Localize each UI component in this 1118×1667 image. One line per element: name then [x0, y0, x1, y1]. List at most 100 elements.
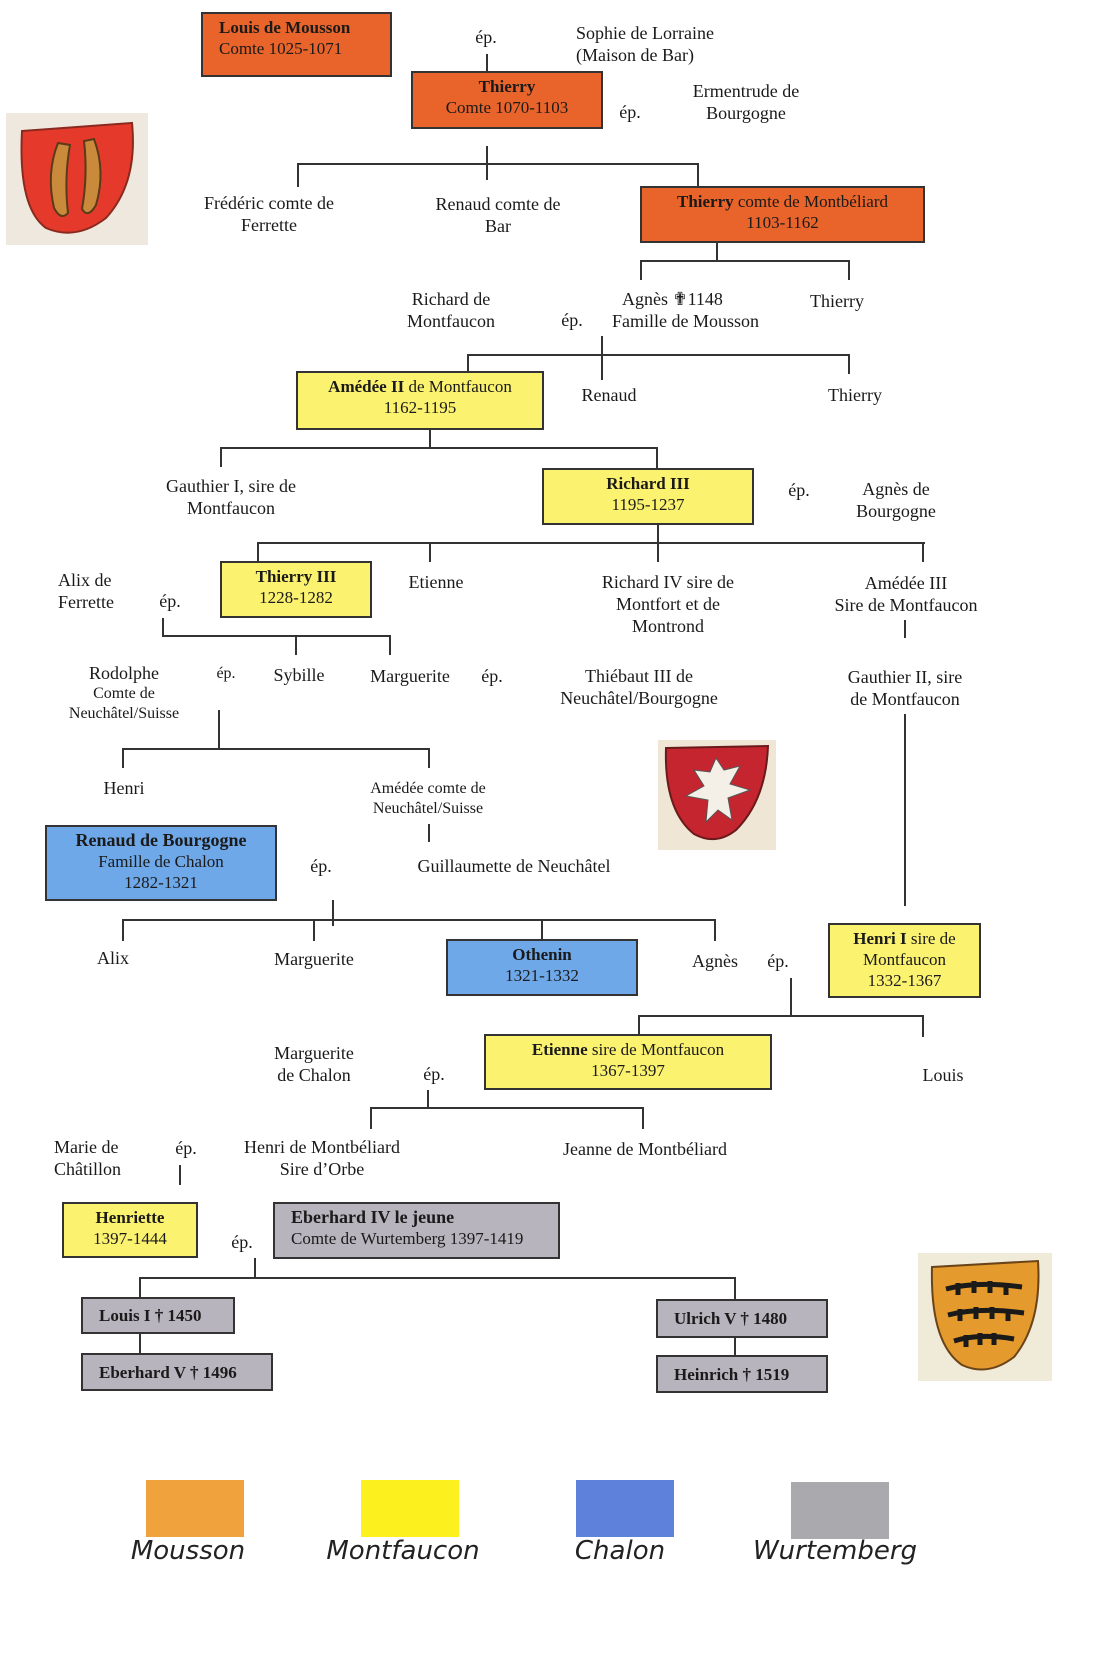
person-name: Thierry III	[255, 567, 337, 586]
connector	[601, 336, 603, 380]
connector	[922, 542, 924, 562]
connector	[922, 1015, 924, 1037]
ep-label: ép.	[619, 102, 641, 122]
connector	[541, 919, 543, 939]
person-name: Rodolphe	[89, 663, 159, 683]
connector	[642, 1107, 644, 1129]
connector	[220, 447, 658, 449]
person-name: Richard de	[411, 289, 491, 309]
person-name: Henri I	[853, 929, 907, 948]
person-rodolphe: Rodolphe Comte de Neuchâtel/Suisse	[56, 662, 192, 724]
connector	[220, 447, 222, 467]
person-etienne: Etienne	[408, 572, 464, 592]
legend-swatch-wurtemberg	[791, 1482, 889, 1539]
person-thierry: Thierry	[828, 385, 882, 405]
connector	[638, 1015, 640, 1035]
ep-label: ép.	[475, 27, 497, 47]
legend-swatch-mousson	[146, 1480, 244, 1537]
person-louis-de-mousson: Louis de Mousson Comte 1025-1071	[201, 12, 392, 77]
person-name: Marie de	[54, 1137, 119, 1157]
person-henriette: Henriette 1397-1444	[62, 1202, 198, 1258]
fish-crest-icon	[6, 113, 148, 245]
person-title: sire de	[906, 929, 956, 948]
ep-label: ép.	[481, 666, 503, 686]
person-dates: 1162-1195	[383, 398, 457, 417]
person-name: Marguerite	[274, 1043, 354, 1063]
person-dates: Comte 1025-1071	[219, 39, 343, 58]
person-dates: 1367-1397	[591, 1061, 665, 1080]
person-dates: 1103-1162	[746, 213, 819, 232]
person-name: Richard III	[606, 474, 690, 493]
person-name: Ermentrude de	[692, 81, 800, 101]
person-guillaumette: Guillaumette de Neuchâtel	[417, 856, 611, 876]
person-amedee-ii: Amédée II de Montfaucon 1162-1195	[296, 371, 544, 430]
person-name: de Montfaucon	[850, 689, 960, 709]
person-sybille: Sybille	[273, 665, 325, 685]
connector	[640, 260, 850, 262]
connector	[467, 354, 469, 372]
connector	[734, 1337, 736, 1355]
connector	[638, 1015, 924, 1017]
connector	[486, 54, 488, 72]
connector	[332, 900, 334, 926]
person-title: sire de Montfaucon	[587, 1040, 725, 1059]
person-thierry-comte-de-montbeliard: Thierry comte de Montbéliard 1103-1162	[640, 186, 925, 243]
person-thierry: Thierry	[810, 291, 864, 311]
legend-swatch-chalon	[576, 1480, 674, 1537]
ep-label: ép.	[231, 1232, 253, 1252]
person-agnes: Agnès	[692, 951, 738, 971]
connector	[904, 714, 906, 906]
person-name: Amédée III	[864, 573, 948, 593]
person-name: Bourgogne	[706, 103, 786, 123]
person-amedee-iii: Amédée III Sire de Montfaucon	[826, 572, 986, 616]
person-name: Othenin	[512, 945, 572, 964]
person-gauthier-ii: Gauthier II, sire de Montfaucon	[838, 666, 972, 710]
person-name: Thiébaut III de	[585, 666, 693, 686]
connector	[122, 748, 430, 750]
legend-label-mousson: Mousson	[130, 1536, 246, 1566]
ep-label: ép.	[175, 1138, 197, 1158]
person-agnes-1148: Agnès ✟1148 Famille de Mousson	[612, 288, 778, 332]
person-marguerite: Marguerite	[370, 666, 450, 686]
connector	[257, 542, 925, 544]
connector	[295, 635, 297, 655]
person-title: Neuchâtel/Suisse	[68, 705, 180, 722]
antlers-crest-icon	[918, 1253, 1052, 1381]
connector	[370, 1107, 372, 1129]
ep-label: ép.	[159, 591, 181, 611]
connector	[139, 1333, 141, 1355]
person-name: Bar	[485, 216, 511, 236]
connector	[428, 824, 430, 842]
person-name: Frédéric comte de	[204, 193, 334, 213]
person-henri-de-montbeliard: Henri de Montbéliard Sire d’Orbe	[230, 1136, 414, 1180]
person-thierry-iii: Thierry III 1228-1282	[220, 561, 372, 618]
person-agnes-de-bourgogne: Agnès de Bourgogne	[846, 478, 946, 522]
person-richard-de-montfaucon: Richard de Montfaucon	[396, 288, 506, 332]
person-title: Montfaucon	[862, 950, 947, 969]
person-name: Montfort et de	[616, 594, 720, 614]
connector	[139, 1277, 736, 1279]
person-louis-i: Louis I † 1450	[81, 1297, 235, 1334]
person-name: Heinrich † 1519	[674, 1365, 790, 1384]
person-name: Amédée comte de	[370, 780, 486, 797]
connector	[640, 260, 642, 280]
person-thierry-comte: Thierry Comte 1070-1103	[411, 71, 603, 129]
connector	[467, 354, 850, 356]
person-name: Henri de Montbéliard	[244, 1137, 400, 1157]
connector	[697, 163, 699, 187]
connector	[904, 620, 906, 638]
person-heinrich: Heinrich † 1519	[656, 1355, 828, 1393]
person-alix: Alix	[96, 948, 129, 968]
person-name: Thierry	[676, 192, 734, 211]
person-eberhard-iv: Eberhard IV le jeune Comte de Wurtemberg…	[273, 1202, 560, 1259]
legend-label-montfaucon: Montfaucon	[326, 1536, 480, 1566]
connector	[848, 354, 850, 374]
person-eberhard-v: Eberhard V † 1496	[81, 1353, 273, 1391]
person-marguerite-de-chalon: Marguerite de Chalon	[264, 1042, 364, 1086]
person-name: Ferrette	[58, 592, 114, 612]
person-title: comte de Montbéliard	[733, 192, 889, 211]
person-title: Sire de Montfaucon	[834, 595, 978, 615]
person-marguerite: Marguerite	[274, 949, 354, 969]
person-amedee-comte-de-neuchatel: Amédée comte de Neuchâtel/Suisse	[356, 779, 500, 819]
person-name: Thierry	[478, 77, 536, 96]
